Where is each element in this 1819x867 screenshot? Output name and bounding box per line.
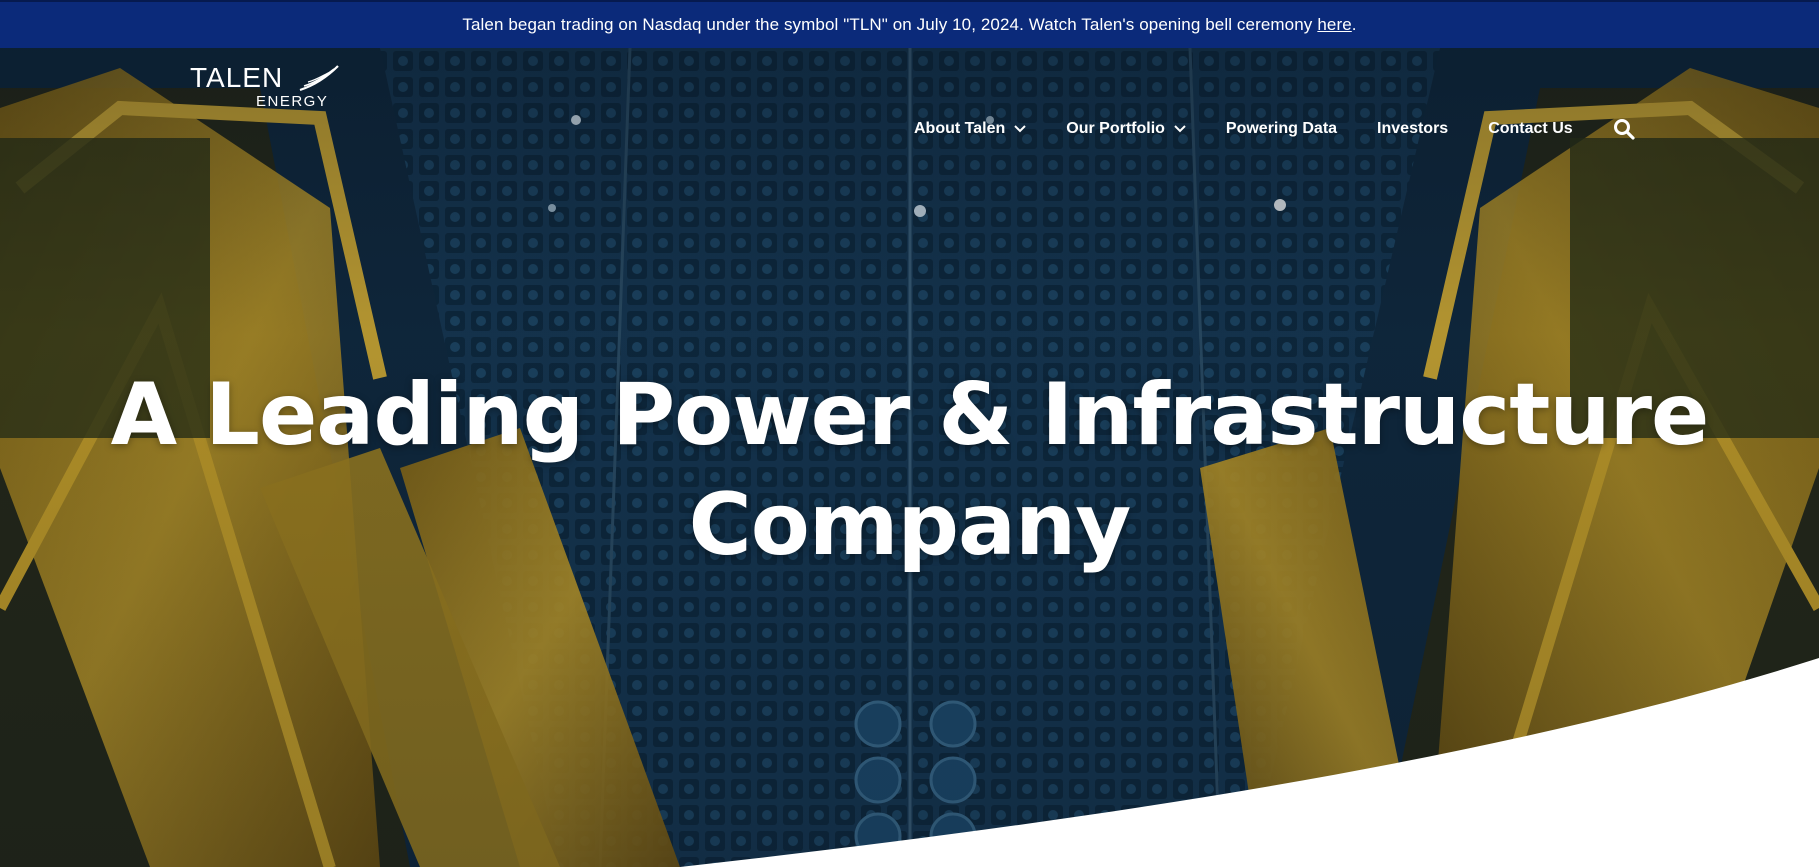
headline-line-2: Company xyxy=(688,475,1132,575)
nav-label: About Talen xyxy=(914,120,1006,137)
nav-label: Contact Us xyxy=(1488,120,1573,137)
logo-wing-icon xyxy=(299,65,339,92)
announcement-text: Talen began trading on Nasdaq under the … xyxy=(462,15,1313,34)
logo-subtitle: ENERGY xyxy=(256,93,329,110)
hero-banner xyxy=(0,48,1819,867)
search-icon[interactable] xyxy=(1613,118,1635,140)
nav-item-about-talen[interactable]: About Talen xyxy=(914,120,1026,138)
nav-item-our-portfolio[interactable]: Our Portfolio xyxy=(1066,120,1186,138)
hero-overlay xyxy=(0,48,1819,867)
main-nav: About Talen Our Portfolio Powering Data … xyxy=(914,118,1635,140)
nav-label: Powering Data xyxy=(1225,120,1338,137)
hero-bottom-curve xyxy=(680,658,1819,867)
announcement-bar: Talen began trading on Nasdaq under the … xyxy=(0,0,1819,48)
chevron-down-icon xyxy=(1014,125,1026,133)
chevron-down-icon xyxy=(1174,125,1186,133)
talen-energy-logo[interactable]: TALEN ENERGY xyxy=(190,62,340,114)
headline-line-1: A Leading Power & Infrastructure xyxy=(110,365,1710,465)
nav-item-powering-data[interactable]: Powering Data xyxy=(1226,120,1337,138)
nav-label: Investors xyxy=(1377,120,1449,137)
hero-headline: A Leading Power & Infrastructure Company xyxy=(0,360,1819,580)
nav-item-contact-us[interactable]: Contact Us xyxy=(1488,120,1572,138)
logo-wordmark: TALEN xyxy=(190,62,284,93)
announcement-link[interactable]: here xyxy=(1317,15,1352,34)
nav-item-investors[interactable]: Investors xyxy=(1377,120,1448,138)
announcement-trail: . xyxy=(1351,15,1357,34)
hero-background-image xyxy=(0,48,1819,867)
nav-label: Our Portfolio xyxy=(1066,120,1165,137)
